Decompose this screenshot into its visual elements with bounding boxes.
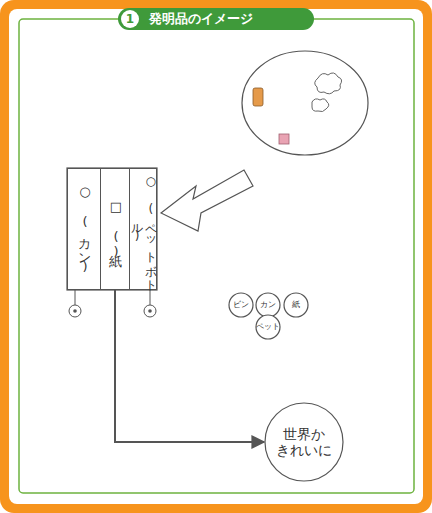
- bin-compartment: ○ (カン): [67, 168, 101, 290]
- wheel-leg: [75, 290, 76, 305]
- trash-box: [279, 134, 289, 144]
- flow-arrow: [115, 290, 264, 442]
- circle-node: カン: [255, 292, 281, 318]
- wheel: [69, 305, 81, 317]
- circle-node: 世界か きれいに: [264, 402, 344, 482]
- section-number: 1: [126, 12, 134, 26]
- node-label: ペット: [256, 322, 280, 331]
- circle-node: ペット: [255, 314, 281, 340]
- node-label: 世界か きれいに: [275, 426, 333, 458]
- green-border: [19, 19, 414, 493]
- bin-compartment: ○ (ペットボトル): [129, 168, 157, 290]
- section-header: 1 発明品のイメージ: [118, 8, 314, 30]
- node-label: 紙: [292, 300, 300, 309]
- wheel-leg: [150, 290, 151, 305]
- paper: [9, 9, 423, 504]
- node-label: □ (紙): [108, 199, 123, 259]
- trash-paper: [315, 73, 342, 94]
- wheel-hub: [73, 309, 77, 313]
- trash-bottle: [253, 88, 263, 106]
- section-title: 発明品のイメージ: [149, 11, 253, 26]
- node-label: カン: [260, 300, 276, 309]
- bin-compartment: □ (紙): [100, 168, 130, 290]
- thought-bubble: [242, 51, 368, 155]
- node-label: ○ (カン): [77, 184, 92, 274]
- cabinet-outline: [67, 168, 157, 290]
- node-label: ビン: [233, 300, 249, 309]
- circle-node: 紙: [283, 292, 309, 318]
- wheel-hub: [148, 309, 152, 313]
- hollow-arrow: [161, 170, 253, 231]
- wheel: [144, 305, 156, 317]
- trash-paper: [312, 99, 329, 112]
- circle-node: ビン: [228, 292, 254, 318]
- node-label: ○ (ペットボトル): [129, 169, 157, 289]
